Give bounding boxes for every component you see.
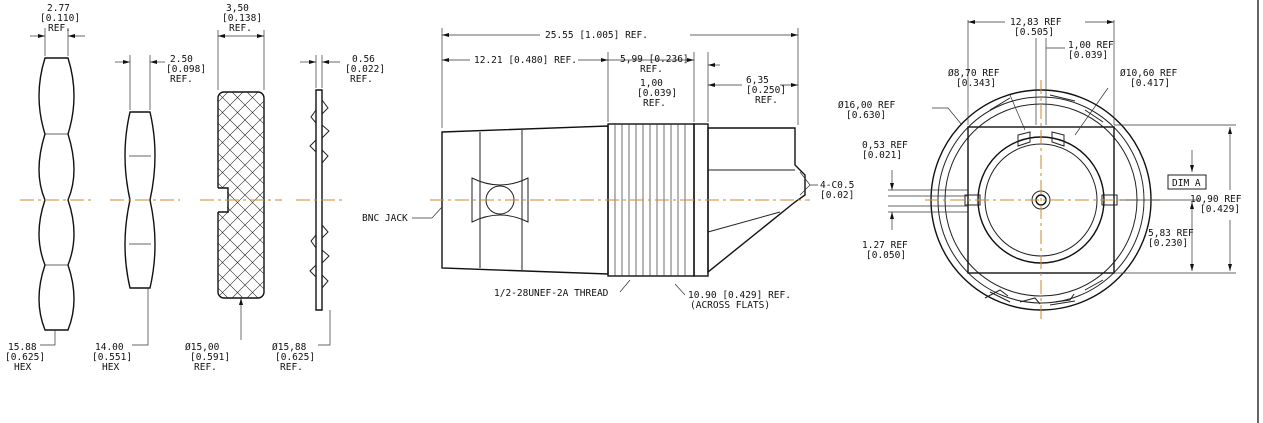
hex-nut-across-in: [0.625] bbox=[5, 352, 45, 363]
washer-dia-ref: REF. bbox=[280, 362, 303, 373]
small-nut-width-in: [0.098] bbox=[166, 64, 206, 75]
washer-width-mm: 0.56 bbox=[352, 54, 375, 65]
flange-width-in: [0.039] bbox=[637, 88, 677, 99]
end-pin-width-mm: 1,00 REF bbox=[1068, 40, 1114, 51]
tip-length-in: [0.250] bbox=[746, 85, 786, 96]
end-d1600-in: [0.630] bbox=[846, 110, 886, 121]
thread-length: 5,99 [0.236] bbox=[620, 54, 689, 65]
connector-end-view: 12,83 REF [0.505] 1,00 REF [0.039] Ø8,70… bbox=[838, 17, 1242, 320]
washer-dia-mm: Ø15,88 bbox=[272, 342, 307, 353]
hex-nut-width-ref: REF. bbox=[48, 23, 71, 34]
knurled-dia-mm: Ø15,00 bbox=[185, 342, 220, 353]
end-pin-width-in: [0.039] bbox=[1068, 50, 1108, 61]
hex-nut-across-hex: HEX bbox=[14, 362, 31, 373]
knurled-width-mm: 3,50 bbox=[226, 3, 249, 14]
overall-length: 25.55 [1.005] REF. bbox=[545, 30, 648, 41]
knurled-width-ref: REF. bbox=[229, 23, 252, 34]
small-nut-width-mm: 2.50 bbox=[170, 54, 193, 65]
small-nut-across-hex: HEX bbox=[102, 362, 119, 373]
hex-nut-large: 2.77 [0.110] REF. 15.88 [0.625] HEX bbox=[5, 3, 95, 373]
connector-side-view: 25.55 [1.005] REF. 12.21 [0.480] REF. 5,… bbox=[362, 28, 854, 311]
end-d583-mm: 5,83 REF bbox=[1148, 228, 1194, 239]
end-d583-in: [0.230] bbox=[1148, 238, 1188, 249]
end-d1090-mm: 10,90 REF bbox=[1190, 194, 1242, 205]
end-d1060-mm: Ø10,60 REF bbox=[1120, 68, 1177, 79]
washer-width-in: [0.022] bbox=[345, 64, 385, 75]
body-length: 12.21 [0.480] REF. bbox=[474, 55, 577, 66]
end-d127-in: [0.050] bbox=[866, 250, 906, 261]
small-nut-across-in: [0.551] bbox=[92, 352, 132, 363]
thread-spec-label: 1/2-28UNEF-2A THREAD bbox=[494, 288, 609, 299]
chamfer-label: 4-C0.5 bbox=[820, 180, 854, 191]
end-d1090-in: [0.429] bbox=[1200, 204, 1240, 215]
hex-nut-across-mm: 15.88 bbox=[8, 342, 37, 353]
end-d870-mm: Ø8,70 REF bbox=[948, 68, 1000, 79]
lock-washer: 0.56 [0.022] REF. Ø15,88 [0.625] REF. bbox=[272, 54, 385, 373]
end-top-width-mm: 12,83 REF bbox=[1010, 17, 1062, 28]
dim-a-label: DIM A bbox=[1172, 178, 1201, 189]
across-flats-note: (ACROSS FLATS) bbox=[690, 300, 770, 311]
flange-width-ref: REF. bbox=[643, 98, 666, 109]
end-d127-mm: 1.27 REF bbox=[862, 240, 908, 251]
washer-width-ref: REF. bbox=[350, 74, 373, 85]
end-top-width-in: [0.505] bbox=[1014, 27, 1054, 38]
washer-dia-in: [0.625] bbox=[275, 352, 315, 363]
hex-nut-width-in: [0.110] bbox=[40, 13, 80, 24]
knurled-dia-in: [0.591] bbox=[190, 352, 230, 363]
hex-nut-width-mm: 2.77 bbox=[47, 3, 70, 14]
end-d870-in: [0.343] bbox=[956, 78, 996, 89]
chamfer-in: [0.02] bbox=[820, 190, 854, 201]
knurled-nut: 3,50 [0.138] REF. Ø15,00 [0.591] REF. bbox=[185, 3, 282, 373]
thread-length-ref: REF. bbox=[640, 64, 663, 75]
end-d053-in: [0.021] bbox=[862, 150, 902, 161]
end-d1060-in: [0.417] bbox=[1130, 78, 1170, 89]
small-nut-across-mm: 14.00 bbox=[95, 342, 124, 353]
across-flats-dim: 10.90 [0.429] REF. bbox=[688, 290, 791, 301]
tip-length-mm: 6,35 bbox=[746, 75, 769, 86]
bnc-jack-label: BNC JACK bbox=[362, 213, 408, 224]
knurled-width-in: [0.138] bbox=[222, 13, 262, 24]
knurled-dia-ref: REF. bbox=[194, 362, 217, 373]
small-nut-width-ref: REF. bbox=[170, 74, 193, 85]
tip-length-ref: REF. bbox=[755, 95, 778, 106]
flange-width-mm: 1,00 bbox=[640, 78, 663, 89]
hex-nut-small: 2.50 [0.098] REF. 14.00 [0.551] HEX bbox=[92, 54, 206, 373]
end-d053-mm: 0,53 REF bbox=[862, 140, 908, 151]
end-d1600-mm: Ø16,00 REF bbox=[838, 100, 895, 111]
